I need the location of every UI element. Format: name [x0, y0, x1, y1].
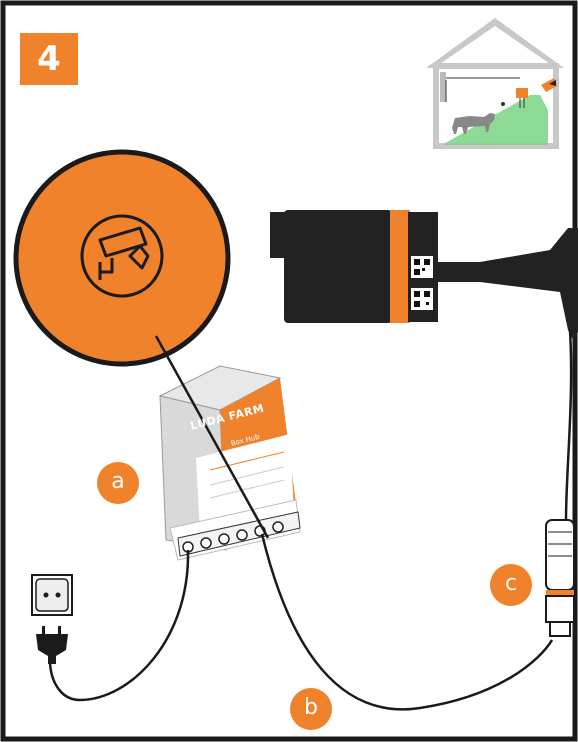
power-cable — [48, 549, 190, 702]
security-camera-icon — [98, 226, 150, 280]
power-plug-icon — [36, 626, 68, 664]
hub-device — [158, 365, 301, 561]
camera-zoom-callout — [13, 149, 231, 367]
camera-lead — [564, 329, 573, 521]
zoom-leader-line — [154, 335, 270, 539]
step-number-badge: 4 — [20, 33, 78, 85]
barn-location-thumbnail — [426, 18, 564, 149]
cables — [48, 329, 573, 711]
callout-c: c — [490, 564, 532, 606]
cable-connector — [545, 519, 575, 637]
camera-cable — [260, 533, 554, 711]
callout-b: b — [290, 688, 332, 730]
power-socket-icon — [31, 574, 73, 616]
camera-device — [270, 210, 578, 342]
callout-a: a — [97, 462, 139, 504]
